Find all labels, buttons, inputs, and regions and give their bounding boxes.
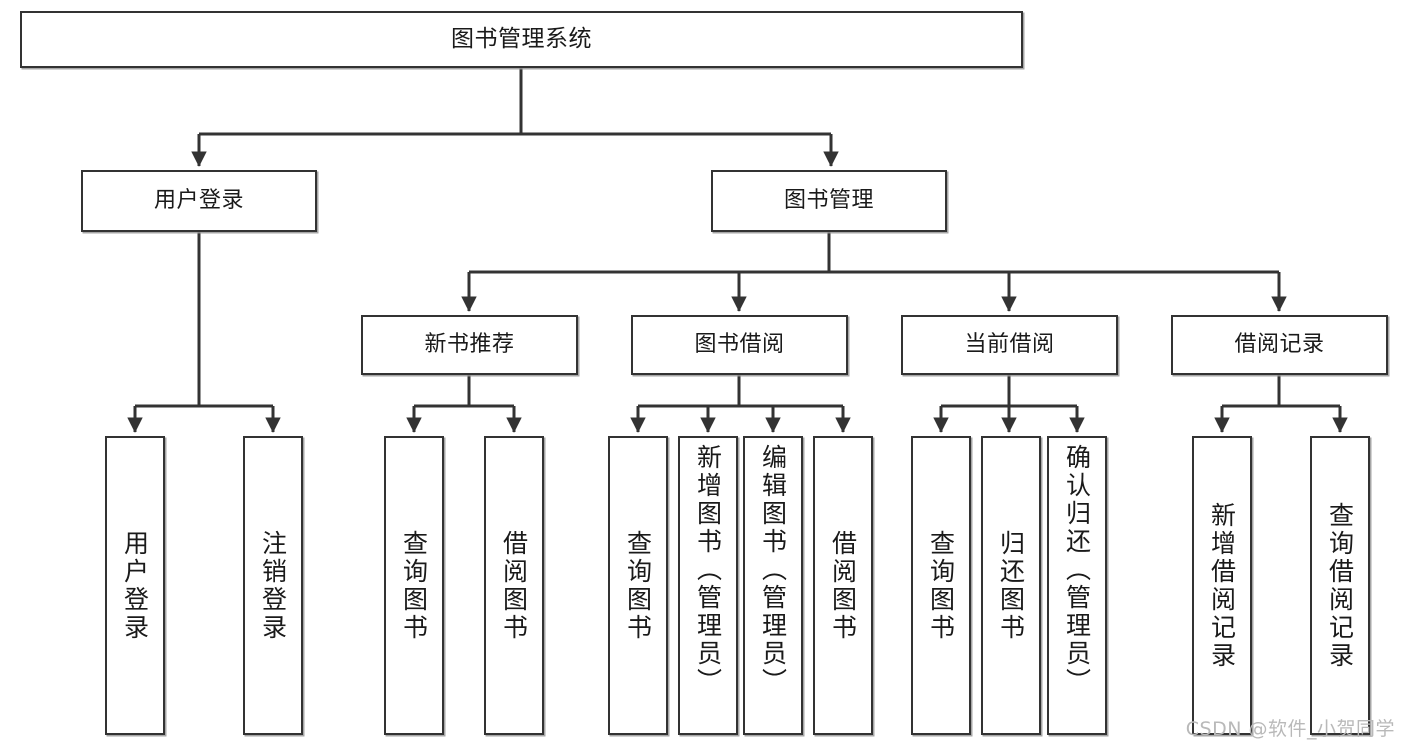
node-current-borrow[interactable]: 当前借阅 <box>901 315 1118 375</box>
node-label: 借阅图书 <box>828 529 858 642</box>
node-book-borrow[interactable]: 图书借阅 <box>631 315 848 375</box>
node-book-management[interactable]: 图书管理 <box>711 170 947 232</box>
node-label: 查询图书 <box>926 529 956 642</box>
node-leaf-query-borrow-record[interactable]: 查询借阅记录 <box>1310 436 1370 735</box>
node-leaf-borrow-book-recommend[interactable]: 借阅图书 <box>484 436 544 735</box>
node-root-book-management-system[interactable]: 图书管理系统 <box>20 11 1023 68</box>
node-label: 新增图书（管理员） <box>693 444 723 696</box>
node-label: 确认归还（管理员） <box>1062 444 1092 696</box>
node-leaf-return-book[interactable]: 归还图书 <box>981 436 1041 735</box>
node-label: 图书借阅 <box>694 332 785 358</box>
node-borrow-record[interactable]: 借阅记录 <box>1171 315 1388 375</box>
node-leaf-add-book-admin[interactable]: 新增图书（管理员） <box>678 436 738 735</box>
node-leaf-query-book-recommend[interactable]: 查询图书 <box>384 436 444 735</box>
watermark-text: CSDN @软件_小贺同学 <box>1185 718 1395 740</box>
node-label: 编辑图书（管理员） <box>758 444 788 696</box>
node-leaf-confirm-return-admin[interactable]: 确认归还（管理员） <box>1047 436 1107 735</box>
node-label: 新书推荐 <box>424 332 515 358</box>
node-label: 新增借阅记录 <box>1207 501 1237 670</box>
node-leaf-user-logout[interactable]: 注销登录 <box>243 436 303 735</box>
node-label: 查询图书 <box>399 529 429 642</box>
node-label: 当前借阅 <box>964 332 1055 358</box>
node-leaf-borrow-book-borrow[interactable]: 借阅图书 <box>813 436 873 735</box>
node-label: 用户登录 <box>153 188 244 214</box>
node-new-book-recommend[interactable]: 新书推荐 <box>361 315 578 375</box>
node-leaf-query-book-borrow[interactable]: 查询图书 <box>608 436 668 735</box>
node-user-login[interactable]: 用户登录 <box>81 170 317 232</box>
node-leaf-query-book-current[interactable]: 查询图书 <box>911 436 971 735</box>
node-label: 用户登录 <box>120 529 150 642</box>
node-label: 注销登录 <box>258 529 288 642</box>
node-label: 归还图书 <box>996 529 1026 642</box>
node-leaf-user-login[interactable]: 用户登录 <box>105 436 165 735</box>
node-label: 借阅图书 <box>499 529 529 642</box>
node-label: 查询借阅记录 <box>1325 501 1355 670</box>
node-label: 图书管理系统 <box>451 25 592 52</box>
node-leaf-edit-book-admin[interactable]: 编辑图书（管理员） <box>743 436 803 735</box>
node-label: 借阅记录 <box>1234 332 1325 358</box>
node-label: 查询图书 <box>623 529 653 642</box>
node-label: 图书管理 <box>783 188 874 214</box>
node-leaf-add-borrow-record[interactable]: 新增借阅记录 <box>1192 436 1252 735</box>
